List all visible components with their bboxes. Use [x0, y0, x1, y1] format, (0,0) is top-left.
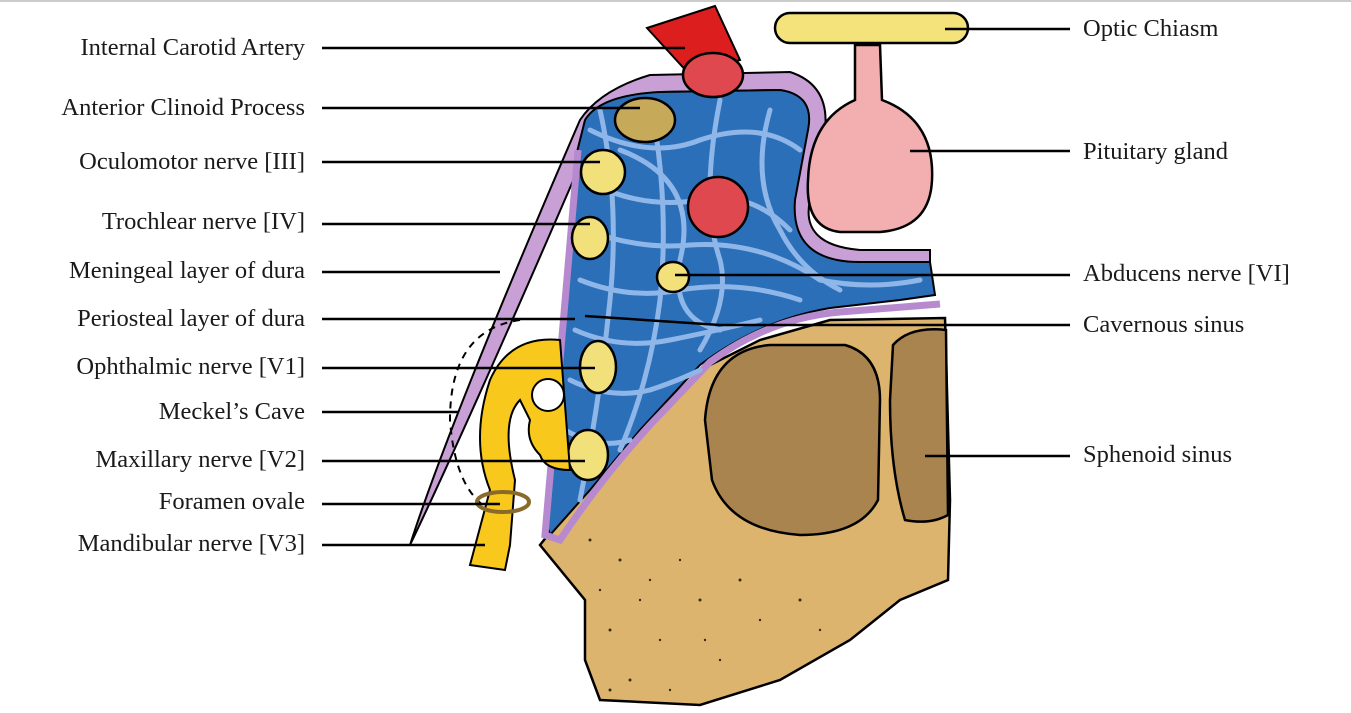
label-sphenoid-sinus: Sphenoid sinus — [1083, 443, 1232, 468]
label-foramen-ovale: Foramen ovale — [159, 490, 305, 515]
label-ophthalmic-nerve: Ophthalmic nerve [V1] — [76, 355, 305, 380]
label-oculomotor-nerve: Oculomotor nerve [III] — [79, 150, 305, 175]
oculomotor-nerve — [581, 150, 625, 194]
abducens-nerve — [657, 262, 689, 292]
label-optic-chiasm: Optic Chiasm — [1083, 17, 1218, 42]
label-internal-carotid-artery: Internal Carotid Artery — [80, 36, 305, 61]
label-mandibular-nerve: Mandibular nerve [V3] — [78, 532, 305, 557]
label-trochlear-nerve: Trochlear nerve [IV] — [102, 210, 305, 235]
label-meckels-cave: Meckel’s Cave — [159, 400, 305, 425]
label-cavernous-sinus: Cavernous sinus — [1083, 313, 1244, 338]
trigeminal-hole — [532, 379, 564, 411]
label-pituitary-gland: Pituitary gland — [1083, 140, 1228, 165]
label-anterior-clinoid-process: Anterior Clinoid Process — [61, 96, 305, 121]
anterior-clinoid-process — [615, 98, 675, 142]
label-periosteal-layer: Periosteal layer of dura — [77, 307, 305, 332]
sphenoid-sinus-right — [890, 329, 948, 521]
maxillary-nerve — [568, 430, 608, 480]
label-abducens-nerve: Abducens nerve [VI] — [1083, 262, 1290, 287]
internal-carotid-artery-cavernous — [688, 177, 748, 237]
optic-chiasm — [775, 13, 968, 43]
pituitary-gland — [808, 45, 932, 232]
label-maxillary-nerve: Maxillary nerve [V2] — [95, 448, 305, 473]
sphenoid-sinus-left — [705, 345, 880, 535]
internal-carotid-artery-section — [683, 53, 743, 97]
label-meningeal-layer: Meningeal layer of dura — [69, 259, 305, 284]
